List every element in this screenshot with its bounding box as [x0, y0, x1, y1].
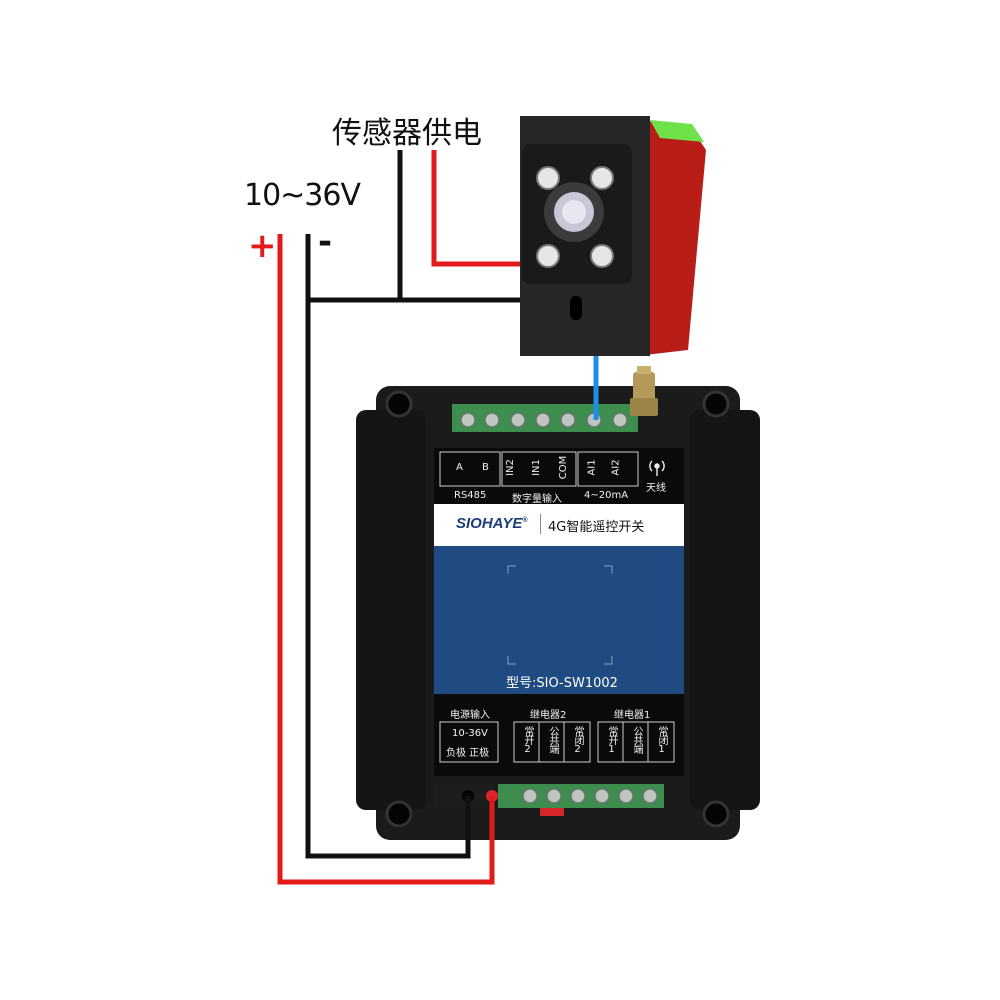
relay1-com-label: 公共端 — [631, 726, 642, 753]
wire-power-negative — [305, 234, 471, 859]
display-corner-marks — [507, 565, 613, 665]
power-polarity-label: 负极 正极 — [446, 748, 490, 759]
wire-power-positive — [277, 234, 495, 885]
relay2-com-label: 公共端 — [547, 726, 558, 753]
relay1-nc-label: 常闭1 — [656, 726, 667, 754]
relay2-nc-label: 常闭2 — [572, 726, 583, 754]
terminal-label-ai2: AI2 — [610, 459, 622, 476]
power-range-label: 10-36V — [452, 728, 488, 739]
antenna-label: 天线 — [646, 483, 666, 494]
brand-divider — [540, 514, 541, 534]
relay1-label: 继电器1 — [614, 710, 651, 721]
antenna-icon — [649, 460, 665, 476]
terminal-label-a: A — [456, 462, 463, 473]
voltage-label: 10~36V — [244, 178, 361, 213]
positive-symbol: + — [248, 226, 277, 266]
top-terminal-block — [452, 404, 638, 432]
relay1-no-label: 常开1 — [606, 726, 617, 754]
relay2-no-label: 常开2 — [522, 726, 533, 754]
antenna-connector — [630, 366, 658, 416]
display-window — [434, 546, 684, 694]
brand-band — [434, 504, 684, 546]
rs485-label: RS485 — [454, 490, 487, 501]
bottom-terminal-block — [434, 784, 664, 816]
relay2-label: 继电器2 — [530, 710, 567, 721]
analog-input-label: 4~20mA — [584, 490, 629, 501]
model-number: 型号:SIO-SW1002 — [506, 676, 618, 691]
negative-symbol: - — [318, 222, 333, 262]
sensor-camera — [520, 116, 706, 356]
product-name: 4G智能遥控开关 — [548, 520, 645, 535]
brand-logo: SIOHAYE® — [456, 515, 528, 532]
terminal-label-com: COM — [558, 455, 570, 480]
terminal-label-in1: IN1 — [530, 459, 542, 476]
sensor-power-label: 传感器供电 — [332, 116, 482, 151]
digital-input-label: 数字量输入 — [512, 494, 562, 505]
terminal-label-b: B — [482, 462, 489, 473]
terminal-label-in2: IN2 — [504, 459, 516, 476]
terminal-label-ai1: AI1 — [586, 459, 598, 476]
wire-sensor-positive — [431, 150, 520, 267]
power-input-label: 电源输入 — [450, 710, 490, 721]
